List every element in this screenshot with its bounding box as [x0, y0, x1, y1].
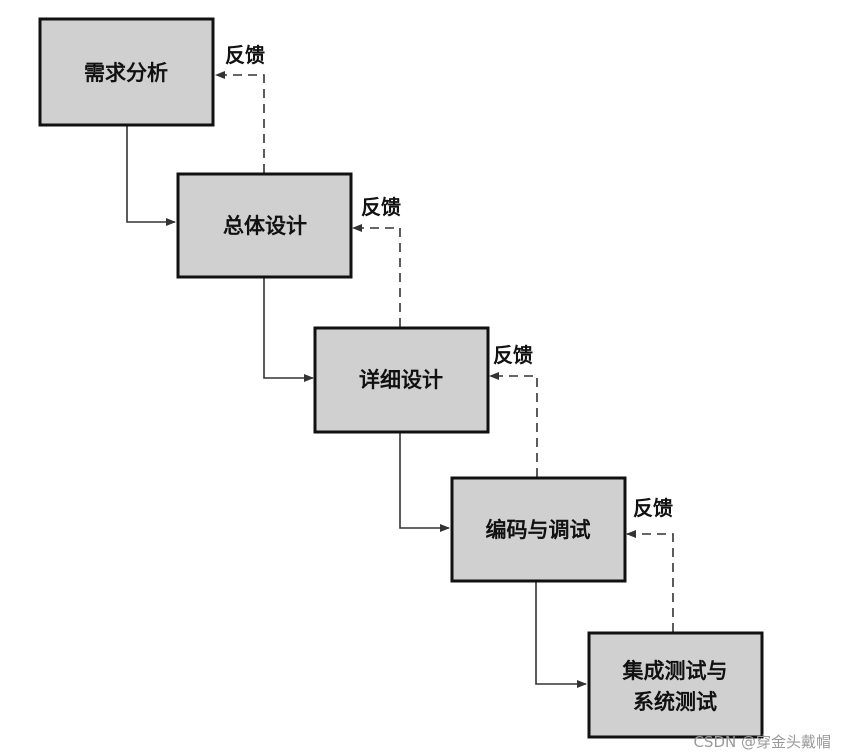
stage-label-system-test: 系统测试 — [633, 690, 717, 714]
flow-arrow-4-to-5 — [535, 580, 587, 688]
stage-box-overall-design — [176, 172, 353, 279]
stage-box-requirements-analysis — [38, 17, 215, 127]
flow-arrow-3-to-4 — [399, 432, 450, 532]
feedback-arrow-2-to-1 — [215, 71, 265, 173]
stage-box-detailed-design — [313, 326, 490, 434]
feedback-arrow-3-to-2 — [352, 224, 401, 327]
stage-label-overall-design: 总体设计 — [223, 214, 307, 238]
stage-label-coding-debugging: 编码与调试 — [486, 518, 591, 542]
feedback-label-3: 反馈 — [493, 343, 533, 367]
flow-arrow-2-to-3 — [263, 276, 314, 382]
feedback-label-1: 反馈 — [225, 43, 265, 67]
watermark: CSDN @穿金头戴帽 — [693, 733, 831, 751]
feedback-label-2: 反馈 — [361, 195, 401, 219]
stage-label-integration-test: 集成测试与 — [622, 659, 728, 683]
stage-box-coding-debugging — [450, 476, 627, 583]
feedback-arrow-5-to-4 — [626, 530, 674, 632]
feedback-arrow-4-to-3 — [489, 372, 538, 477]
stage-box-integration-system-test — [587, 631, 764, 739]
stage-label-requirements-analysis: 需求分析 — [84, 61, 168, 85]
feedback-label-4: 反馈 — [633, 496, 673, 520]
stage-label-detailed-design: 详细设计 — [359, 368, 443, 392]
flow-arrow-1-to-2 — [126, 125, 176, 226]
